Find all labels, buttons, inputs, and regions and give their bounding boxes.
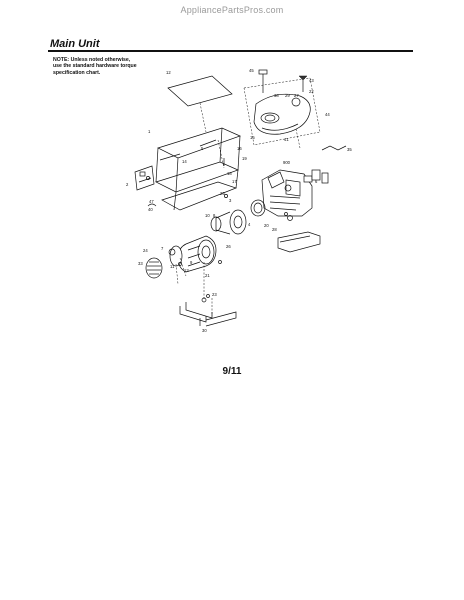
callout-40: 40 [148, 207, 153, 212]
callout-11: 11 [170, 264, 175, 269]
callout-45: 45 [249, 68, 254, 73]
callout-19: 19 [242, 156, 247, 161]
callout-15: 15 [250, 135, 255, 140]
callout-13: 13 [184, 268, 189, 273]
callout-8: 8 [213, 213, 216, 218]
handle-tube [321, 145, 347, 151]
callout-24: 24 [143, 248, 148, 253]
callout-30: 30 [202, 328, 207, 333]
hardware [147, 139, 329, 316]
grille-cover [145, 257, 163, 279]
page-number: 9/11 [222, 366, 242, 377]
end-bell [168, 245, 183, 267]
frame [155, 127, 241, 211]
callout-18: 18 [227, 171, 232, 176]
stator [177, 235, 217, 273]
rotor-assembly [210, 209, 247, 235]
cover-plate [167, 75, 233, 133]
callout-35: 35 [347, 147, 352, 152]
callout-12: 12 [166, 70, 171, 75]
callout-4: 4 [248, 222, 251, 227]
callout-900: 900 [283, 160, 291, 165]
note-line-3: specification chart. [53, 69, 101, 76]
callout-10: 10 [205, 213, 210, 218]
callout-33: 33 [138, 261, 143, 266]
callout-44: 44 [325, 112, 330, 117]
callout-1: 1 [148, 129, 151, 134]
callout-7: 7 [161, 246, 164, 251]
watermark: AppliancePartsPros.com [180, 5, 284, 15]
callout-17: 17 [232, 179, 237, 184]
callout-16: 16 [237, 146, 242, 151]
callout-27: 27 [294, 93, 299, 98]
callout-5: 5 [201, 146, 204, 151]
title-rule [48, 50, 413, 52]
callout-9: 9 [190, 260, 193, 265]
callout-2: 2 [126, 182, 129, 187]
callout-29: 29 [285, 93, 290, 98]
control-panel [134, 165, 155, 191]
base-rails [179, 302, 237, 327]
engine-bracket [277, 231, 321, 253]
callout-labels: 12 45 43 38 29 27 22 44 1 16 15 19 41 35… [126, 68, 352, 333]
callout-26: 26 [226, 244, 231, 249]
callout-22: 22 [309, 89, 314, 94]
callout-28: 28 [272, 227, 277, 232]
callout-25: 25 [220, 191, 225, 196]
fuel-tank-assembly [243, 69, 321, 149]
note-line-2: use the standard hardware torque [53, 63, 137, 70]
engine [250, 169, 321, 221]
callout-14: 14 [182, 159, 187, 164]
torque-note: NOTE: Unless noted otherwise, use the st… [53, 57, 173, 76]
callout-20: 20 [264, 223, 269, 228]
callout-21: 21 [205, 273, 210, 278]
callout-38: 38 [274, 93, 279, 98]
callout-47: 47 [149, 199, 154, 204]
callout-3: 3 [229, 198, 232, 203]
section-title: Main Unit [50, 38, 100, 50]
callout-23: 23 [212, 292, 217, 297]
callout-43: 43 [309, 78, 314, 83]
note-line-1: NOTE: Unless noted otherwise, [53, 57, 131, 63]
callout-41: 41 [284, 137, 289, 142]
callout-6: 6 [315, 179, 318, 184]
